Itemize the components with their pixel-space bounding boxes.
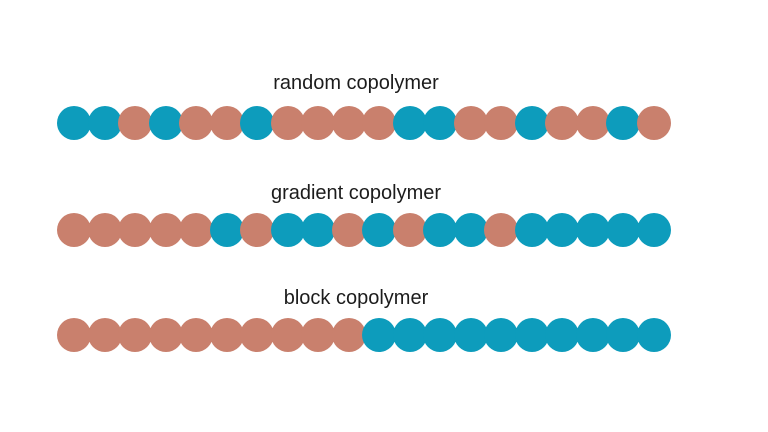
monomer-a-bead [270, 106, 305, 140]
monomer-a-bead [392, 213, 427, 247]
monomer-a-bead [209, 318, 244, 352]
monomer-b-bead [362, 213, 396, 247]
monomer-a-bead [240, 213, 274, 247]
monomer-a-bead [240, 318, 274, 352]
monomer-b-bead [453, 318, 488, 352]
monomer-b-bead [301, 213, 335, 247]
monomer-b-bead [484, 318, 518, 352]
monomer-b-bead [270, 213, 305, 247]
monomer-a-bead [575, 106, 610, 140]
monomer-a-bead [148, 213, 183, 247]
monomer-a-bead [301, 106, 335, 140]
block-copolymer-chain [57, 318, 680, 352]
monomer-b-bead [423, 213, 457, 247]
monomer-a-bead [87, 318, 122, 352]
monomer-a-bead [118, 213, 152, 247]
monomer-a-bead [57, 318, 91, 352]
monomer-b-bead [636, 318, 671, 352]
monomer-a-bead [148, 318, 183, 352]
monomer-b-bead [148, 106, 183, 140]
monomer-b-bead [423, 106, 457, 140]
gradient-copolymer-chain [57, 213, 680, 247]
monomer-a-bead [270, 318, 305, 352]
monomer-b-bead [514, 213, 549, 247]
monomer-a-bead [636, 106, 671, 140]
monomer-b-bead [606, 318, 640, 352]
monomer-b-bead [87, 106, 122, 140]
monomer-a-bead [301, 318, 335, 352]
monomer-a-bead [545, 106, 579, 140]
random-copolymer-chain [57, 106, 680, 140]
monomer-a-bead [179, 213, 213, 247]
monomer-b-bead [575, 213, 610, 247]
monomer-a-bead [87, 213, 122, 247]
block-copolymer-label: block copolymer [283, 287, 429, 309]
monomer-a-bead [484, 106, 518, 140]
monomer-a-bead [118, 318, 152, 352]
monomer-a-bead [57, 213, 91, 247]
monomer-b-bead [514, 318, 549, 352]
monomer-b-bead [392, 318, 427, 352]
monomer-a-bead [331, 318, 366, 352]
gradient-copolymer-label: gradient copolymer [270, 182, 442, 204]
monomer-b-bead [240, 106, 274, 140]
monomer-a-bead [209, 106, 244, 140]
monomer-a-bead [484, 213, 518, 247]
monomer-a-bead [331, 213, 366, 247]
monomer-a-bead [179, 318, 213, 352]
monomer-b-bead [636, 213, 671, 247]
monomer-b-bead [57, 106, 91, 140]
monomer-b-bead [362, 318, 396, 352]
monomer-a-bead [179, 106, 213, 140]
monomer-b-bead [545, 318, 579, 352]
monomer-a-bead [331, 106, 366, 140]
monomer-a-bead [118, 106, 152, 140]
monomer-b-bead [606, 213, 640, 247]
monomer-b-bead [453, 213, 488, 247]
monomer-b-bead [423, 318, 457, 352]
monomer-a-bead [362, 106, 396, 140]
monomer-b-bead [575, 318, 610, 352]
monomer-b-bead [606, 106, 640, 140]
monomer-b-bead [209, 213, 244, 247]
random-copolymer-label: random copolymer [273, 72, 439, 94]
monomer-a-bead [453, 106, 488, 140]
monomer-b-bead [392, 106, 427, 140]
monomer-b-bead [545, 213, 579, 247]
monomer-b-bead [514, 106, 549, 140]
